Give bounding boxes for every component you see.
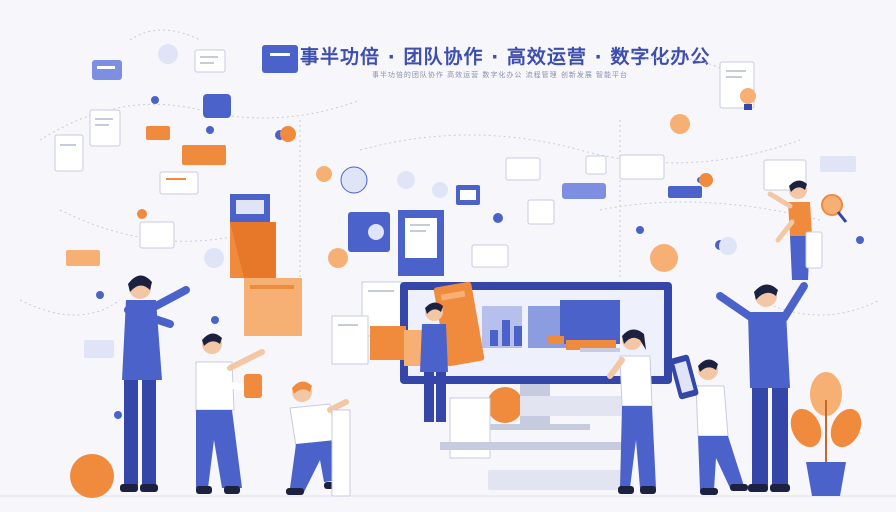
- coin-icon: [316, 166, 332, 182]
- box-tower: [230, 194, 302, 336]
- coin-icon: [137, 209, 147, 219]
- gear-icon: [151, 96, 159, 104]
- coin-icon: [487, 387, 523, 423]
- document-icon: [194, 49, 226, 73]
- document-icon: [92, 60, 122, 80]
- person-crouching: [286, 381, 351, 497]
- document-icon: [84, 340, 114, 358]
- plant-icon: [790, 372, 862, 496]
- coin-icon: [670, 114, 690, 134]
- person-woman-right: [607, 329, 656, 494]
- chart-icon: [158, 44, 178, 64]
- chart-icon: [719, 237, 737, 255]
- chart-icon: [397, 171, 415, 189]
- document-icon: [619, 154, 665, 180]
- badge-icons: [158, 44, 737, 268]
- person-woman-left: [120, 275, 190, 492]
- gear-icon: [856, 236, 864, 244]
- coin-icon: [280, 126, 296, 142]
- document-icon: [146, 126, 170, 140]
- gear-icon: [206, 126, 214, 134]
- person-climbing: [767, 180, 823, 280]
- document-icon: [182, 145, 226, 165]
- chart-icon: [432, 182, 448, 198]
- folder-icon: [203, 94, 231, 118]
- coin-icon: [699, 173, 713, 187]
- chart-icon: [340, 166, 368, 194]
- magnifier-icon: [821, 194, 848, 223]
- gear-icon-group: [96, 96, 864, 419]
- person-man-center-left: [195, 333, 265, 494]
- lightbulb-icon: [740, 88, 756, 110]
- document-icon: [820, 156, 856, 172]
- document-icon: [456, 185, 480, 205]
- chart-icon: [204, 248, 224, 268]
- person-man-right: [716, 282, 808, 492]
- document-icon: [139, 221, 175, 249]
- coin-icon: [328, 248, 348, 268]
- document-icon: [505, 157, 541, 181]
- document-icon: [668, 186, 702, 198]
- folder-icon: [262, 45, 298, 73]
- coin-icon: [70, 454, 114, 498]
- document-icon: [54, 134, 84, 172]
- person-center: [420, 302, 448, 422]
- document-icon: [471, 244, 509, 268]
- coin-icon-group: [70, 114, 713, 498]
- gear-icon: [96, 291, 104, 299]
- document-icon: [66, 250, 100, 266]
- gear-icon: [493, 213, 503, 223]
- gear-icon: [114, 411, 122, 419]
- document-icon: [562, 183, 606, 199]
- gear-icon: [636, 226, 644, 234]
- gear-icon: [211, 316, 219, 324]
- document-icon: [527, 199, 555, 225]
- person-man-phone: [669, 354, 748, 495]
- headline-text: 事半功倍 · 团队协作 · 高效运营 · 数字化办公: [300, 46, 711, 68]
- subheadline-text: 事半功倍的团队协作 高效运营 数字化办公 流程管理 创新发展 智能平台: [371, 71, 629, 79]
- document-icon: [89, 109, 121, 147]
- document-icon: [585, 155, 607, 175]
- coin-icon: [650, 244, 678, 272]
- document-icon: [159, 171, 199, 195]
